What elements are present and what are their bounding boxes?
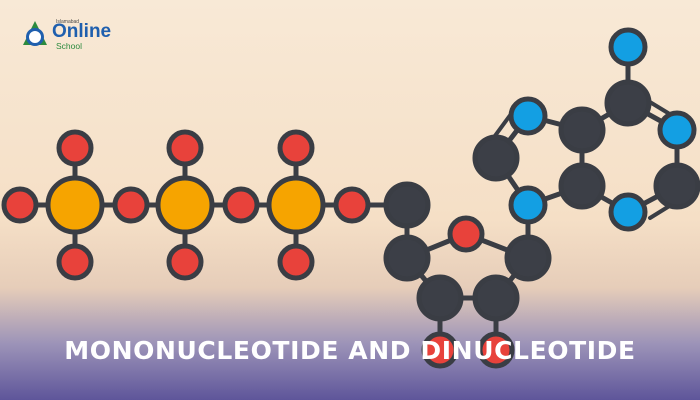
oxygen-atom	[222, 186, 260, 224]
carbon-atom	[653, 162, 700, 210]
logo-mark-icon	[23, 21, 47, 46]
carbon-atom	[558, 106, 606, 154]
oxygen-atom	[421, 331, 459, 369]
oxygen-atom	[166, 129, 204, 167]
oxygen-atom	[277, 129, 315, 167]
carbon-atom	[558, 162, 606, 210]
oxygen-atom	[1, 186, 39, 224]
phosphorus-atom	[45, 175, 105, 235]
nitrogen-atom	[608, 192, 648, 232]
logo-subword: School	[56, 41, 82, 51]
oxygen-atom	[447, 215, 485, 253]
phosphorus-atom	[155, 175, 215, 235]
nitrogen-atom	[508, 185, 548, 225]
page-title: MONONUCLEOTIDE AND DINUCLEOTIDE	[64, 336, 636, 365]
oxygen-atom	[477, 331, 515, 369]
brand-logo[interactable]: Islamabad Online School	[18, 16, 118, 56]
oxygen-atom	[277, 243, 315, 281]
oxygen-atom	[166, 243, 204, 281]
logo-wordmark: Online	[52, 21, 112, 42]
carbon-atom	[472, 274, 520, 322]
oxygen-atom	[56, 129, 94, 167]
carbon-atom	[383, 234, 431, 282]
nitrogen-atom	[508, 96, 548, 136]
oxygen-atom	[333, 186, 371, 224]
oxygen-atom	[56, 243, 94, 281]
carbon-atom	[416, 274, 464, 322]
logo-tagline: Islamabad	[56, 19, 80, 25]
nitrogen-atom	[608, 27, 648, 67]
atoms	[1, 27, 700, 369]
carbon-atom	[383, 181, 431, 229]
phosphorus-atom	[266, 175, 326, 235]
carbon-atom	[504, 234, 552, 282]
carbon-atom	[604, 79, 652, 127]
carbon-atom	[472, 134, 520, 182]
oxygen-atom	[112, 186, 150, 224]
nitrogen-atom	[657, 110, 697, 150]
